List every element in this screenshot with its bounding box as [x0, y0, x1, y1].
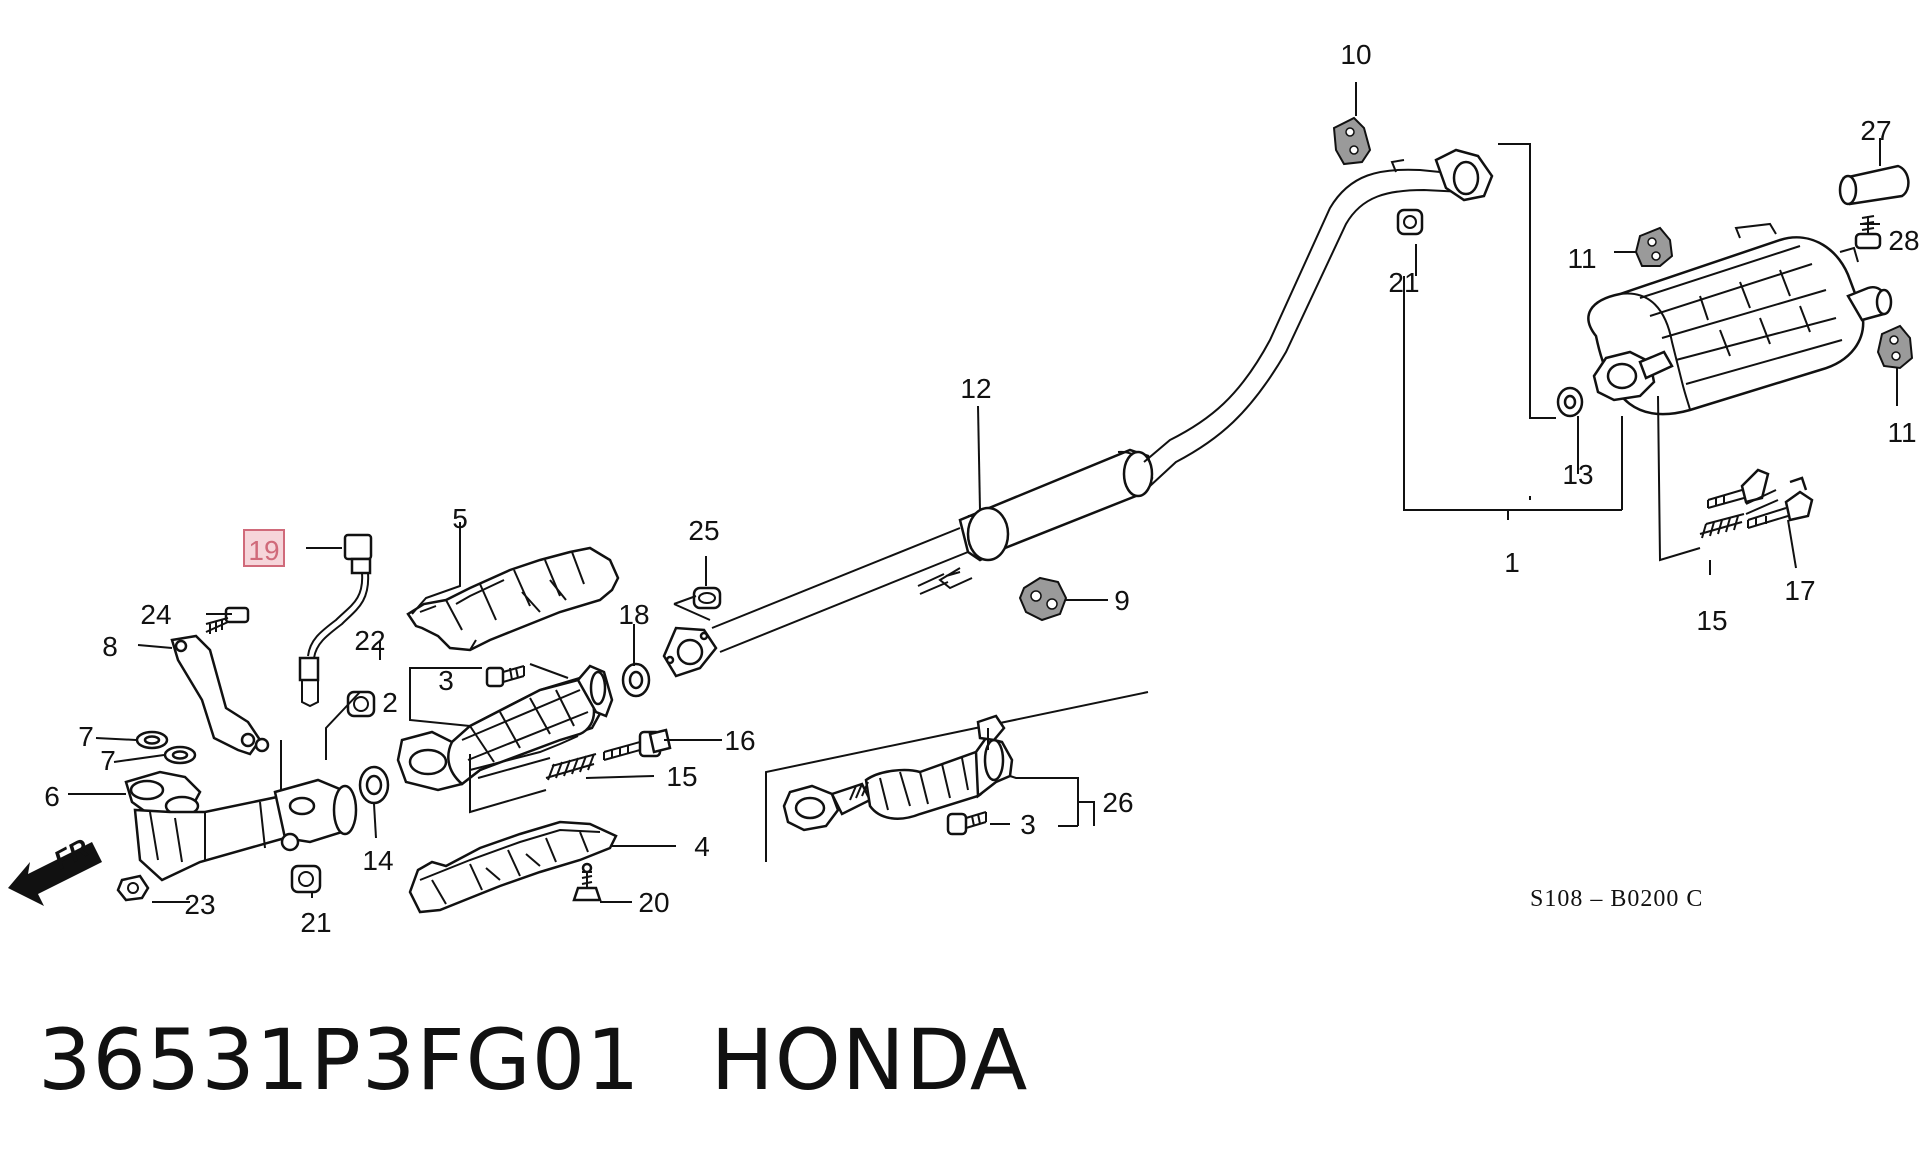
callout-19-highlighted: 19	[248, 535, 279, 566]
rubber-hanger-9	[1018, 576, 1068, 622]
callout-25: 25	[688, 515, 719, 546]
part-number: 36531P3FG01	[38, 1011, 641, 1109]
callout-28: 28	[1888, 225, 1919, 256]
rubber-hanger-11-upper	[1634, 226, 1674, 267]
callout-3: 3	[438, 665, 454, 696]
callout-4: 4	[694, 831, 710, 862]
callout-6: 6	[44, 781, 60, 812]
bolt-3-cat	[485, 665, 525, 688]
callout-11b: 11	[1887, 417, 1916, 448]
exhaust-bracket	[170, 634, 270, 756]
rubber-hanger-11-right	[1876, 324, 1914, 370]
heat-shield-lower	[408, 820, 618, 914]
bolt-16	[603, 728, 672, 761]
bolt-28	[1854, 215, 1882, 250]
callout-5: 5	[452, 503, 468, 534]
exhaust-pipe-a	[124, 740, 358, 882]
callout-7b: 7	[100, 745, 116, 776]
callout-21-rear: 21	[1388, 267, 1419, 298]
exhaust-parts-diagram: FR.	[8, 39, 1920, 938]
callout-2: 2	[382, 687, 398, 718]
callout-15b: 15	[1696, 605, 1727, 636]
part-caption: 36531P3FG01 HONDA	[38, 1010, 1028, 1110]
callout-7: 7	[78, 721, 94, 752]
callout-20: 20	[638, 887, 669, 918]
exhaust-finisher	[1838, 164, 1910, 206]
exhaust-pipe-b	[662, 148, 1494, 678]
callout-8: 8	[102, 631, 118, 662]
gasket-13	[1556, 386, 1584, 418]
leader-lines	[68, 82, 1898, 903]
nut-22	[346, 690, 376, 718]
callout-15: 15	[666, 761, 697, 792]
diagram-code: S108 – B0200 C	[1530, 886, 1703, 912]
callout-12: 12	[960, 373, 991, 404]
callout-21-front: 21	[300, 907, 331, 938]
callout-22: 22	[354, 625, 385, 656]
callout-10: 10	[1340, 39, 1371, 70]
oxygen-sensor	[298, 533, 373, 708]
nut-23	[116, 874, 150, 902]
brand-name: HONDA	[710, 1011, 1029, 1109]
catalytic-converter-alt	[765, 691, 1149, 862]
nut-25	[692, 586, 722, 610]
bolt-20	[572, 862, 602, 902]
gasket-7a-inner	[143, 735, 161, 745]
bolt-24	[205, 606, 250, 634]
front-direction-arrow: FR.	[8, 829, 102, 906]
catalytic-converter	[396, 664, 614, 792]
callout-24: 24	[140, 599, 171, 630]
gasket-14	[358, 765, 390, 805]
spring-15-rear	[1699, 513, 1745, 539]
bolt-3-alt	[946, 811, 987, 836]
callout-11: 11	[1567, 243, 1596, 274]
callout-23: 23	[184, 889, 215, 920]
heat-shield-upper	[406, 546, 620, 652]
callout-27: 27	[1860, 115, 1891, 146]
callout-16: 16	[724, 725, 755, 756]
callout-9: 9	[1114, 585, 1130, 616]
muffler	[1587, 222, 1893, 416]
callout-26: 26	[1102, 787, 1133, 818]
rubber-hanger-10	[1332, 116, 1372, 166]
callout-14: 14	[362, 845, 393, 876]
highlight-box	[243, 529, 285, 567]
callout-1: 1	[1504, 547, 1520, 578]
callout-18: 18	[618, 599, 649, 630]
spring-15-front	[545, 753, 597, 781]
nut-21-front	[290, 864, 322, 894]
callout-labels: 1 2 3 3 4 5 6 7 7 8 9 10 11 11 12 13 14 …	[44, 39, 1919, 938]
gasket-18	[621, 662, 651, 698]
callout-13: 13	[1562, 459, 1593, 490]
nut-21-rear	[1396, 208, 1424, 236]
gasket-7b-inner	[171, 750, 189, 760]
bolt-17-pair	[1707, 468, 1814, 529]
callout-17: 17	[1784, 575, 1815, 606]
callout-3-alt: 3	[1020, 809, 1036, 840]
